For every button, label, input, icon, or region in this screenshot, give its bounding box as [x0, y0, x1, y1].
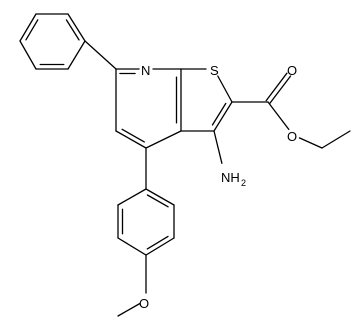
bond-line — [321, 130, 351, 149]
bond-line — [146, 194, 169, 208]
amine-subscript: 2 — [241, 178, 246, 188]
bond-line — [84, 40, 117, 70]
pyridine-nitrogen-label: N — [141, 63, 150, 78]
carbonyl-oxygen-label: O — [287, 63, 297, 78]
bond-line — [19, 40, 37, 70]
bond-line — [121, 128, 145, 143]
bond-line — [145, 130, 182, 149]
bond-line — [145, 237, 175, 256]
bond-line — [146, 235, 169, 250]
bond-line — [25, 19, 39, 41]
bond-line — [267, 101, 290, 131]
bond-line — [217, 75, 233, 103]
bond-line — [269, 75, 292, 105]
bond-line — [265, 72, 288, 102]
amine-label: NH — [221, 170, 240, 185]
bond-line — [145, 188, 175, 206]
bond-line — [67, 13, 86, 42]
bond-line — [117, 188, 147, 206]
bond-layer — [19, 13, 351, 317]
bond-line — [213, 101, 233, 132]
methoxy-oxygen-label: O — [139, 296, 149, 311]
bond-line — [67, 40, 86, 70]
bond-line — [115, 130, 147, 149]
bond-line — [298, 137, 323, 149]
bond-line — [117, 237, 147, 256]
ester-oxygen-label: O — [287, 129, 297, 144]
bond-line — [65, 19, 80, 41]
bond-line — [213, 130, 223, 164]
thiophene-sulfur-label: S — [210, 63, 219, 78]
bond-line — [19, 13, 37, 42]
bond-line — [211, 102, 227, 126]
bond-line — [117, 302, 141, 317]
